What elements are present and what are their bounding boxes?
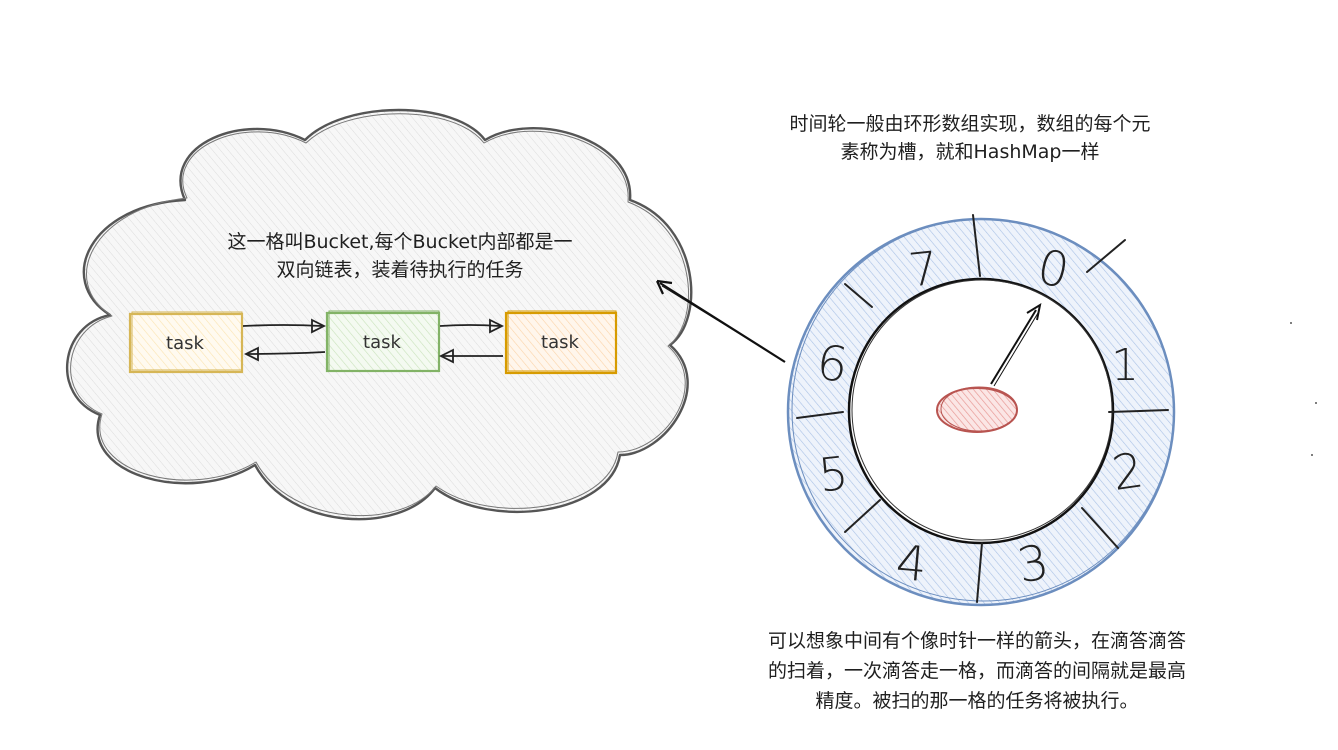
slot-dividers: [796, 214, 1169, 603]
arrow-prev-2: [438, 348, 503, 364]
arrow-next-1: [242, 318, 327, 334]
list-arrows: [242, 318, 505, 364]
wheel-description-note: 时间轮一般由环形数组实现，数组的每个元 素称为槽，就和HashMap一样: [789, 113, 1151, 163]
slot-to-bucket-arrow: [656, 279, 786, 363]
task-label-2: task: [363, 332, 401, 353]
task-label-1: task: [166, 333, 204, 354]
arrow-next-2: [439, 318, 505, 334]
clock-hand: [990, 302, 1042, 387]
slot-number-7: 7: [906, 241, 941, 298]
task-label-3: task: [541, 332, 579, 353]
slot-number-5: 5: [816, 446, 851, 503]
slot-number-4: 4: [894, 535, 929, 593]
wheel-hub: [936, 386, 1018, 433]
task-box-2: task: [325, 310, 441, 373]
task-box-1: task: [128, 311, 244, 374]
task-box-3: task: [504, 310, 618, 375]
clock-hand-description-note: 可以想象中间有个像时针一样的箭头，在滴答滴答 的扫着，一次滴答走一格，而滴答的间…: [767, 630, 1186, 712]
slot-number-1: 1: [1111, 340, 1139, 391]
stray-marks: [1290, 322, 1317, 456]
time-wheel: 0 1 2 3 4 5 6 7: [786, 214, 1176, 607]
arrow-prev-1: [243, 346, 326, 362]
bucket-description-note: 这一格叫Bucket,每个Bucket内部都是一 双向链表，装着待执行的任务: [227, 231, 573, 281]
